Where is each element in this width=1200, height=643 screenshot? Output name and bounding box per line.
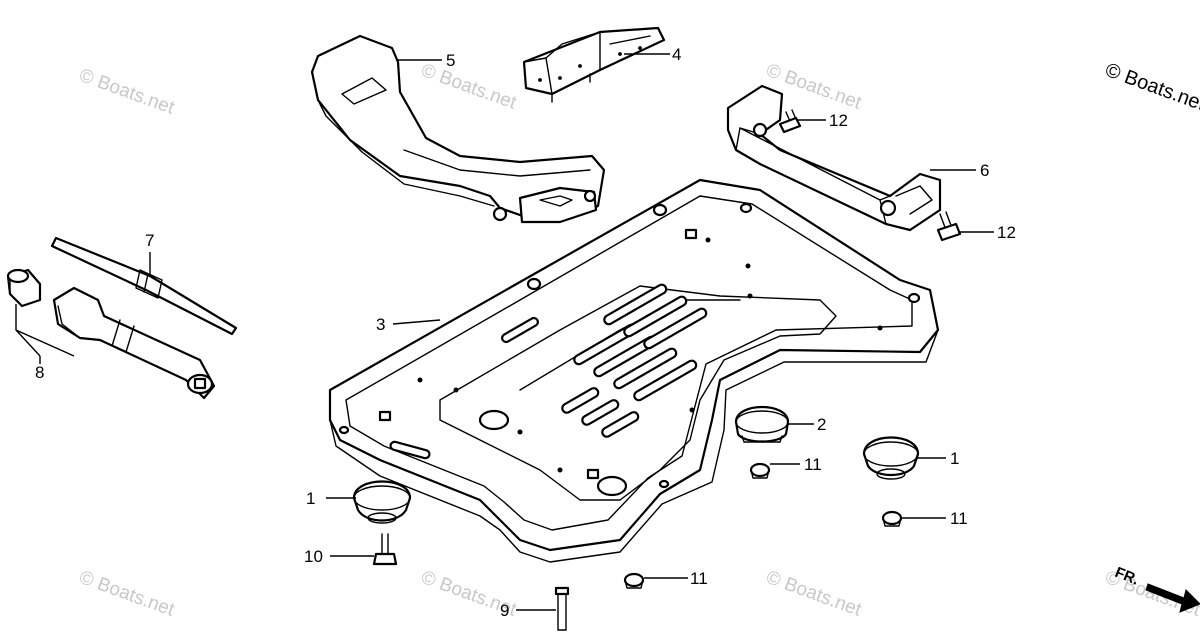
callout-9: 9 <box>500 601 509 620</box>
part-4-bracket <box>522 26 666 103</box>
callout-8: 8 <box>35 363 44 382</box>
part-12-bolts <box>778 109 962 242</box>
part-5-bracket <box>310 34 606 224</box>
callout-4: 4 <box>672 45 681 64</box>
part-2-grommet <box>734 405 790 443</box>
watermark: © Boats.net <box>418 60 519 114</box>
callout-11: 11 <box>690 569 708 588</box>
part-11-nut-a <box>749 462 771 479</box>
callout-1: 1 <box>306 489 315 508</box>
callout-11: 11 <box>804 455 822 474</box>
part-3-main-tray <box>328 178 940 563</box>
part-11-nut-c <box>623 572 645 589</box>
part-8-socket-wrench <box>6 268 216 400</box>
watermark: © Boats.net <box>76 567 177 621</box>
callout-6: 6 <box>980 161 989 180</box>
callout-7: 7 <box>145 231 154 250</box>
part-10-bolt <box>372 533 398 566</box>
part-9-bolt <box>554 586 570 631</box>
watermark: © Boats.net <box>1102 59 1200 116</box>
callout-11: 11 <box>950 509 968 528</box>
part-11-nut-b <box>881 510 903 527</box>
callout-12: 12 <box>997 223 1016 242</box>
bushing <box>6 268 42 308</box>
callout-1: 1 <box>950 449 959 468</box>
leader-lines <box>15 53 994 611</box>
callout-12: 12 <box>829 111 848 130</box>
callouts: 5 4 12 6 12 7 3 8 2 1 11 11 11 1 10 9 <box>35 45 1016 620</box>
watermark: © Boats.net <box>76 65 177 119</box>
watermark: © Boats.net <box>763 567 864 621</box>
callout-5: 5 <box>446 51 455 70</box>
part-1-grommet-right <box>862 436 920 480</box>
callout-3: 3 <box>376 315 385 334</box>
callout-10: 10 <box>304 547 323 566</box>
bolt-12-b <box>936 211 962 242</box>
part-6-bracket <box>726 84 942 232</box>
bolt-12-a <box>778 109 802 134</box>
callout-2: 2 <box>817 415 826 434</box>
part-1-grommet-left <box>352 480 412 524</box>
